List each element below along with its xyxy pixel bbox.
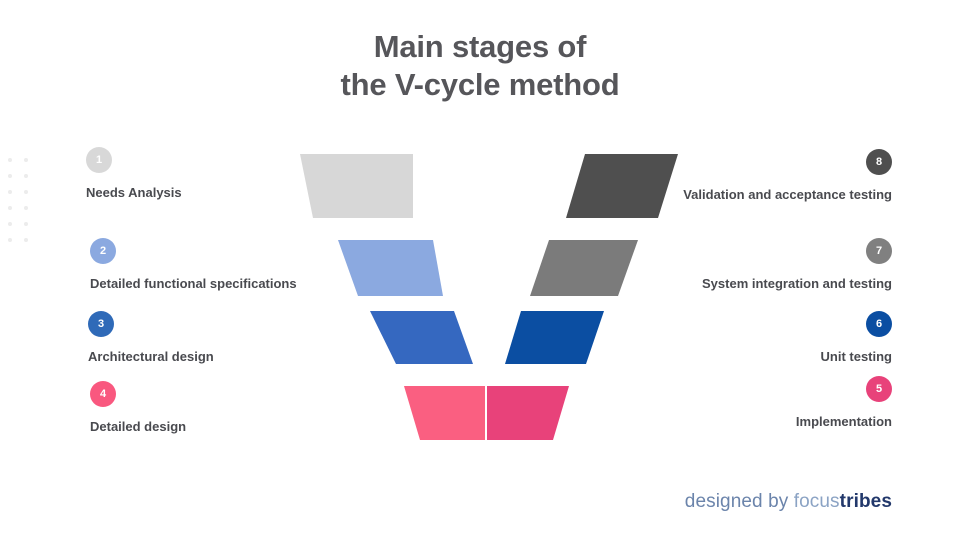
step-8[interactable]: 8 Validation and acceptance testing: [683, 149, 892, 202]
step-6-badge: 6: [866, 311, 892, 337]
shape-row1-left: [300, 154, 413, 218]
step-8-badge: 8: [866, 149, 892, 175]
shape-row3-right: [505, 311, 604, 364]
footer-prefix: designed by: [684, 491, 794, 512]
step-8-number: 8: [875, 155, 883, 168]
title-line-2: the V-cycle method: [340, 66, 620, 102]
step-1-label: Needs Analysis: [86, 185, 182, 200]
shape-row2-right: [530, 240, 638, 296]
shape-row1-right: [566, 154, 678, 218]
footer-credit: designed by focustribes: [685, 491, 892, 513]
step-4[interactable]: 4 Detailed design: [90, 381, 186, 434]
step-4-number: 4: [99, 387, 107, 400]
step-2-label: Detailed functional specifications: [90, 276, 297, 291]
step-4-label: Detailed design: [90, 419, 187, 434]
step-6[interactable]: 6 Unit testing: [820, 311, 893, 364]
step-7-number: 7: [875, 244, 883, 257]
shape-row2-left: [338, 240, 443, 296]
step-5-number: 5: [875, 382, 883, 395]
dot-grid-decoration: [4, 152, 36, 248]
shape-row4-right: [487, 386, 569, 440]
page-title: Main stages of the V-cycle method: [0, 28, 960, 104]
step-2-badge: 2: [90, 238, 116, 264]
step-3-badge: 3: [88, 311, 114, 337]
shape-row4-left: [404, 386, 485, 440]
title-line-1: Main stages of: [373, 29, 587, 64]
step-6-label: Unit testing: [820, 349, 893, 364]
step-2[interactable]: 2 Detailed functional specifications: [90, 238, 297, 291]
step-7[interactable]: 7 System integration and testing: [702, 238, 892, 291]
step-5[interactable]: 5 Implementation: [796, 376, 892, 429]
step-1[interactable]: 1 Needs Analysis: [86, 147, 182, 200]
step-3-number: 3: [97, 317, 105, 330]
step-3-label: Architectural design: [88, 349, 214, 364]
step-7-badge: 7: [866, 238, 892, 264]
step-5-badge: 5: [866, 376, 892, 402]
step-5-label: Implementation: [795, 414, 892, 429]
step-4-badge: 4: [90, 381, 116, 407]
step-7-label: System integration and testing: [702, 276, 892, 291]
step-6-number: 6: [875, 317, 883, 330]
step-1-badge: 1: [86, 147, 112, 173]
step-3[interactable]: 3 Architectural design: [88, 311, 214, 364]
brand-tribes: tribes: [839, 491, 892, 512]
brand-focus: focus: [793, 491, 840, 512]
step-8-label: Validation and acceptance testing: [683, 187, 892, 202]
shape-row3-left: [370, 311, 473, 364]
step-2-number: 2: [99, 244, 107, 257]
step-1-number: 1: [95, 153, 103, 166]
